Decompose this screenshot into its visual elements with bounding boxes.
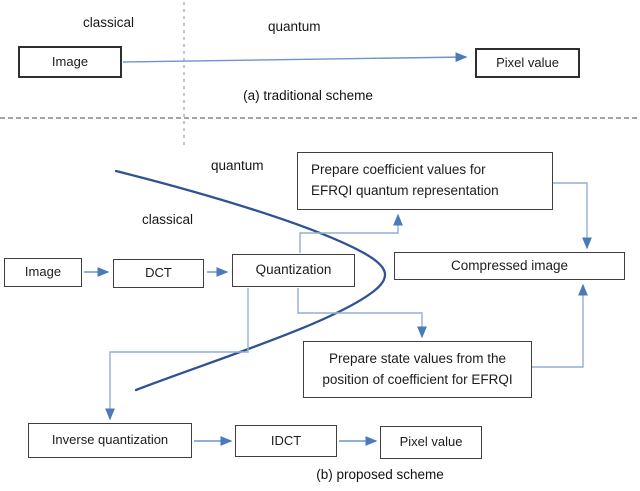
- prepare-state-line1: Prepare state values from the: [328, 350, 507, 366]
- box-prepare-state: Prepare state values from the position o…: [303, 341, 532, 398]
- caption-proposed-scheme: (b) proposed scheme: [316, 467, 444, 482]
- label-classical-b: classical: [142, 212, 194, 227]
- box-pixel-value-a: Pixel value: [475, 48, 580, 78]
- connector-quantization-to-inverse-quantization: [105, 288, 249, 421]
- label-quantum-a: quantum: [268, 19, 321, 34]
- box-image-a: Image: [18, 46, 122, 78]
- label-classical-a: classical: [83, 15, 135, 30]
- box-image-b: Image: [4, 258, 82, 287]
- caption-traditional-scheme: (a) traditional scheme: [243, 88, 373, 103]
- connector-prepare-coefficient-to-compressed-image: [553, 182, 592, 250]
- prepare-coefficient-line2: EFRQI quantum representation: [311, 183, 499, 198]
- box-compressed-image: Compressed image: [394, 252, 625, 280]
- connector-prepare-state-to-compressed-image: [532, 283, 588, 368]
- label-quantum-b: quantum: [211, 158, 264, 173]
- connector-quantization-to-prepare-state: [297, 288, 427, 339]
- connector-quantization-to-prepare-coefficient: [299, 213, 403, 253]
- arrow-image-to-pixel-value: [122, 52, 468, 63]
- box-idct: IDCT: [235, 425, 337, 457]
- prepare-coefficient-line1: Prepare coefficient values for: [311, 162, 486, 178]
- box-pixel-value-b: Pixel value: [380, 426, 482, 459]
- box-inverse-quantization: Inverse quantization: [28, 423, 192, 458]
- box-quantization: Quantization: [232, 254, 355, 287]
- box-prepare-coefficient: Prepare coefficient values for EFRQI qua…: [297, 152, 553, 210]
- prepare-state-line2: position of coefficient for EFRQI: [322, 371, 513, 387]
- box-dct: DCT: [113, 259, 204, 288]
